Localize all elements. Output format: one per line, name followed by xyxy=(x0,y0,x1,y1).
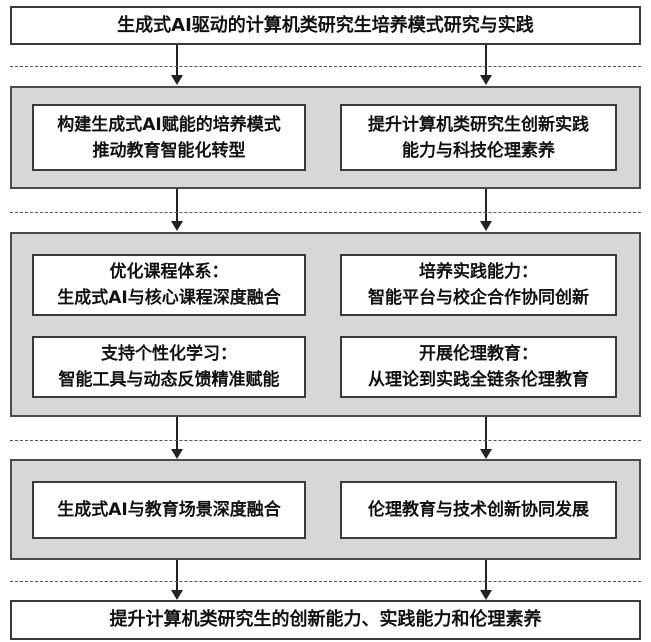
section-1-right-box: 提升计算机类研究生创新实践 能力与科技伦理素养 xyxy=(340,104,617,171)
section-1-right-line1: 提升计算机类研究生创新实践 xyxy=(368,114,589,135)
section-1-left-line2: 推动教育智能化转型 xyxy=(92,140,246,161)
section-1-left-line1: 构建生成式AI赋能的培养模式 xyxy=(57,114,281,135)
section-3-left-text: 生成式AI与教育场景深度融合 xyxy=(57,500,281,520)
section-3-left-box: 生成式AI与教育场景深度融合 xyxy=(32,481,306,539)
section-3-panel: 生成式AI与教育场景深度融合 伦理教育与技术创新协同发展 xyxy=(10,459,641,560)
bottom-title: 提升计算机类研究生的创新能力、实践能力和伦理素养 xyxy=(109,609,542,630)
section-3-right-box: 伦理教育与技术创新协同发展 xyxy=(340,481,617,539)
section-1-right-line2: 能力与科技伦理素养 xyxy=(402,140,555,161)
section-2-top-left-box: 优化课程体系： 生成式AI与核心课程深度融合 xyxy=(32,254,306,316)
ethics-education-text: 从理论到实践全链条伦理教育 xyxy=(368,370,589,390)
practice-ability-text: 智能平台与校企合作协同创新 xyxy=(368,288,589,308)
top-title: 生成式AI驱动的计算机类研究生培养模式研究与实践 xyxy=(117,14,534,36)
section-2-top-right-box: 培养实践能力： 智能平台与校企合作协同创新 xyxy=(340,254,617,316)
bottom-title-box: 提升计算机类研究生的创新能力、实践能力和伦理素养 xyxy=(10,600,641,640)
section-2-panel: 优化课程体系： 生成式AI与核心课程深度融合 培养实践能力： 智能平台与校企合作… xyxy=(10,232,641,417)
section-2-bottom-left-box: 支持个性化学习： 智能工具与动态反馈精准赋能 xyxy=(32,336,306,398)
section-1-panel: 构建生成式AI赋能的培养模式 推动教育智能化转型 提升计算机类研究生创新实践 能… xyxy=(10,86,641,189)
personalized-learning-text: 智能工具与动态反馈精准赋能 xyxy=(58,370,280,390)
ethics-education-heading: 开展伦理教育： xyxy=(419,344,538,364)
section-1-left-box: 构建生成式AI赋能的培养模式 推动教育智能化转型 xyxy=(32,104,306,171)
divider-1 xyxy=(10,66,641,67)
course-system-text: 生成式AI与核心课程深度融合 xyxy=(57,288,281,308)
top-title-box: 生成式AI驱动的计算机类研究生培养模式研究与实践 xyxy=(10,6,641,45)
section-2-bottom-right-box: 开展伦理教育： 从理论到实践全链条伦理教育 xyxy=(340,336,617,398)
divider-2 xyxy=(10,212,641,213)
practice-ability-heading: 培养实践能力： xyxy=(419,262,538,282)
course-system-heading: 优化课程体系： xyxy=(109,262,229,282)
section-3-right-text: 伦理教育与技术创新协同发展 xyxy=(368,500,589,520)
divider-3 xyxy=(10,440,641,441)
divider-4 xyxy=(10,581,641,582)
personalized-learning-heading: 支持个性化学习： xyxy=(101,344,237,364)
